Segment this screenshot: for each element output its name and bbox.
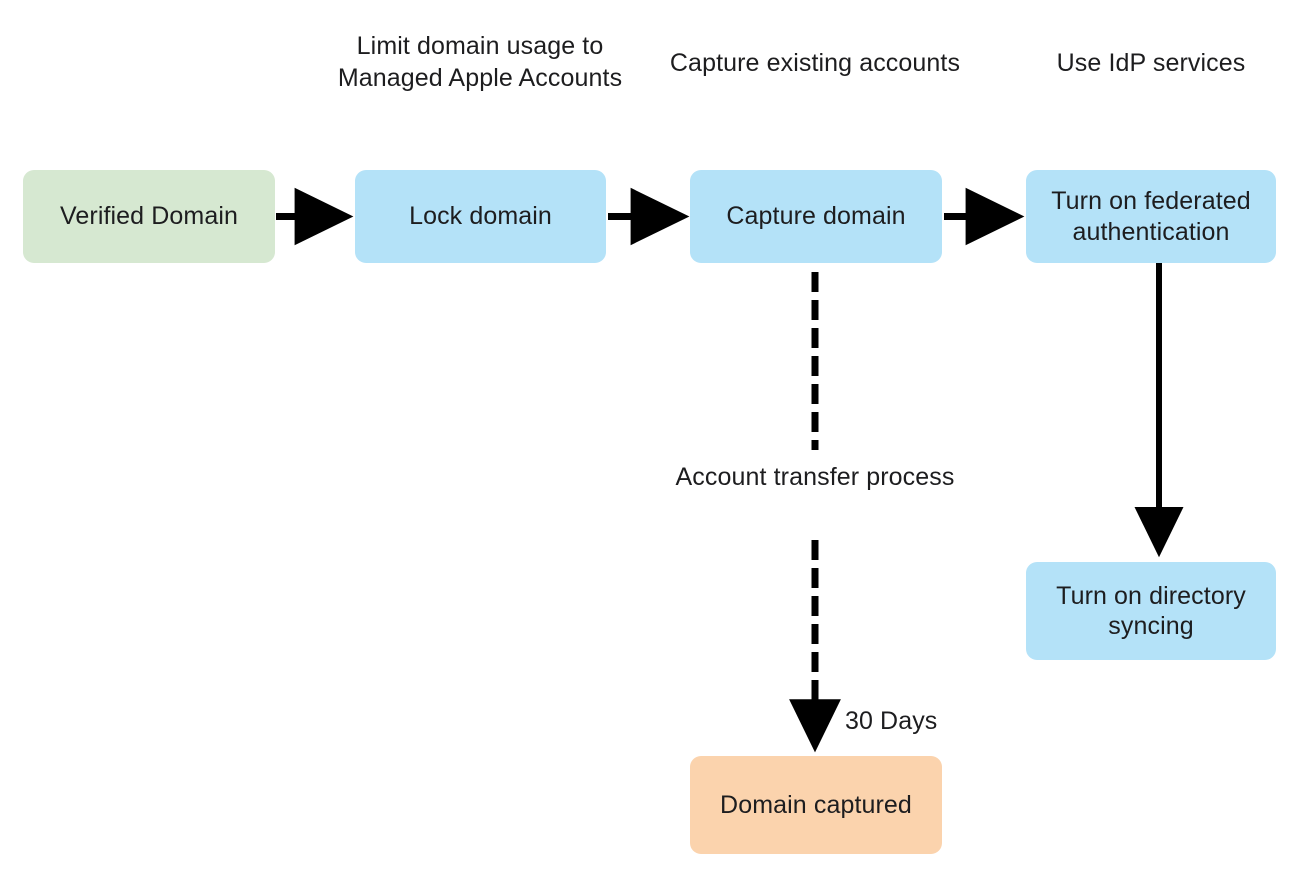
caption-use-idp-services: Use IdP services (1056, 49, 1246, 77)
caption-capture-domain: Capture existing accounts (669, 49, 961, 77)
edge-label-30-days: 30 Days (845, 707, 938, 735)
caption-account-transfer-process: Account transfer process (675, 463, 955, 491)
node-capture-domain[interactable]: Capture domain (690, 170, 942, 263)
caption-lock-domain: Limit domain usage to Managed Apple Acco… (337, 32, 623, 92)
node-verified-domain[interactable]: Verified Domain (23, 170, 275, 263)
node-lock-domain[interactable]: Lock domain (355, 170, 606, 263)
node-domain-captured[interactable]: Domain captured (690, 756, 942, 854)
node-turn-on-federated-authentication[interactable]: Turn on federated authentication (1026, 170, 1276, 263)
node-turn-on-directory-syncing[interactable]: Turn on directory syncing (1026, 562, 1276, 660)
